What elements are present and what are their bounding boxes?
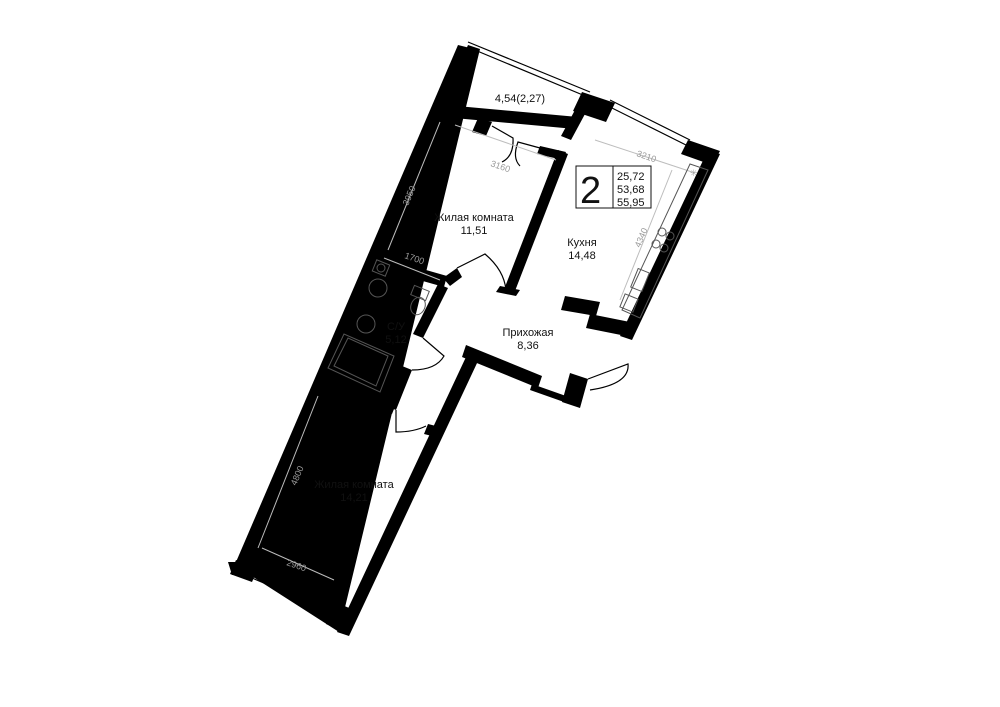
hallway-left-stub xyxy=(443,268,462,286)
bedroom-bottom-area: 14,21 xyxy=(340,492,368,504)
bedroom-top-name: Жилая комната xyxy=(434,212,514,224)
fridge xyxy=(619,293,639,313)
hallway-kitchen-stub xyxy=(496,286,520,296)
balcony-door-left xyxy=(491,125,514,163)
bathroom-area: 5,12 xyxy=(385,334,406,346)
area-legend: 2 25,72 53,68 55,95 xyxy=(575,165,652,212)
sink xyxy=(368,278,388,298)
washbasin xyxy=(356,314,376,334)
total-area-with-balcony: 55,95 xyxy=(617,197,645,209)
kitchen-window xyxy=(609,99,691,141)
kitchen-window-inner xyxy=(607,105,689,147)
living-area: 25,72 xyxy=(617,171,645,183)
hallway-bottom-wall xyxy=(462,345,542,388)
washing-machine xyxy=(371,259,391,277)
bedroom-bottom-corner-left xyxy=(230,560,258,582)
kitchen-left-wall-top xyxy=(561,97,592,140)
kitchen-name: Кухня xyxy=(567,237,596,249)
bathroom-bottom-wall xyxy=(319,374,396,414)
kitchen-counter xyxy=(621,163,709,319)
bedroom-bottom-window-inner xyxy=(251,577,329,611)
kitchen-hall-wall xyxy=(561,296,600,316)
dim-kitchen-width: 3210 xyxy=(635,148,657,164)
balcony-railing xyxy=(467,41,591,93)
stove xyxy=(651,227,675,253)
kitchen-top-corner-right xyxy=(681,140,720,165)
entrance-jamb xyxy=(562,373,588,408)
room-labels: 4,54(2,27) Жилая комната 11,51 Кухня 14,… xyxy=(314,93,596,504)
kitchen-hall-wall-2 xyxy=(586,314,630,336)
glazing xyxy=(251,41,691,611)
toilet xyxy=(410,284,430,316)
interior-walls xyxy=(319,108,630,436)
bedroom-top-right-wall xyxy=(505,150,568,291)
entrance-door xyxy=(587,363,629,391)
bathroom-name: С/У xyxy=(387,321,406,333)
exterior-walls xyxy=(228,45,720,636)
bedroom-bottom-door-jamb xyxy=(424,424,436,436)
hallway-name: Прихожая xyxy=(503,327,554,339)
bedroom-top-door xyxy=(456,253,507,291)
bedroom-top-right-stub xyxy=(537,146,566,160)
kitchen-area: 14,48 xyxy=(568,250,596,262)
hallway-area: 8,36 xyxy=(517,340,538,352)
balcony-area: 4,54(2,27) xyxy=(495,93,545,105)
rooms-count: 2 xyxy=(580,170,601,212)
dimension-lines xyxy=(257,121,693,581)
dim-kitchen-depth: 4340 xyxy=(633,226,650,248)
fixtures: ✳ xyxy=(327,163,709,393)
ventilation-icon: ✳ xyxy=(690,168,698,178)
doors xyxy=(395,125,629,433)
dim-bedroom-top-width: 3160 xyxy=(489,158,511,174)
bedroom-bottom-door xyxy=(395,410,427,433)
kitchen-sink xyxy=(630,267,650,293)
bedroom-bottom-window xyxy=(255,569,333,603)
bedroom-bottom-name: Жилая комната xyxy=(314,479,394,491)
bedroom-top-left-wall xyxy=(374,108,452,260)
total-area: 53,68 xyxy=(617,184,645,196)
bathroom-door xyxy=(411,337,445,371)
balcony-railing-inner xyxy=(469,47,591,99)
bedroom-top-door-jamb xyxy=(472,118,492,136)
bathroom-top-wall xyxy=(373,256,447,287)
balcony-back-wall xyxy=(443,105,578,129)
bathtub xyxy=(327,333,395,393)
hallway-closet-stub xyxy=(530,384,566,402)
bathroom-right-wall xyxy=(413,284,448,338)
bedroom-top-area: 11,51 xyxy=(461,225,488,237)
bathroom-door-jamb xyxy=(386,366,412,410)
balcony-door-right xyxy=(514,141,541,167)
bedroom-bottom-right-wall xyxy=(337,357,478,636)
